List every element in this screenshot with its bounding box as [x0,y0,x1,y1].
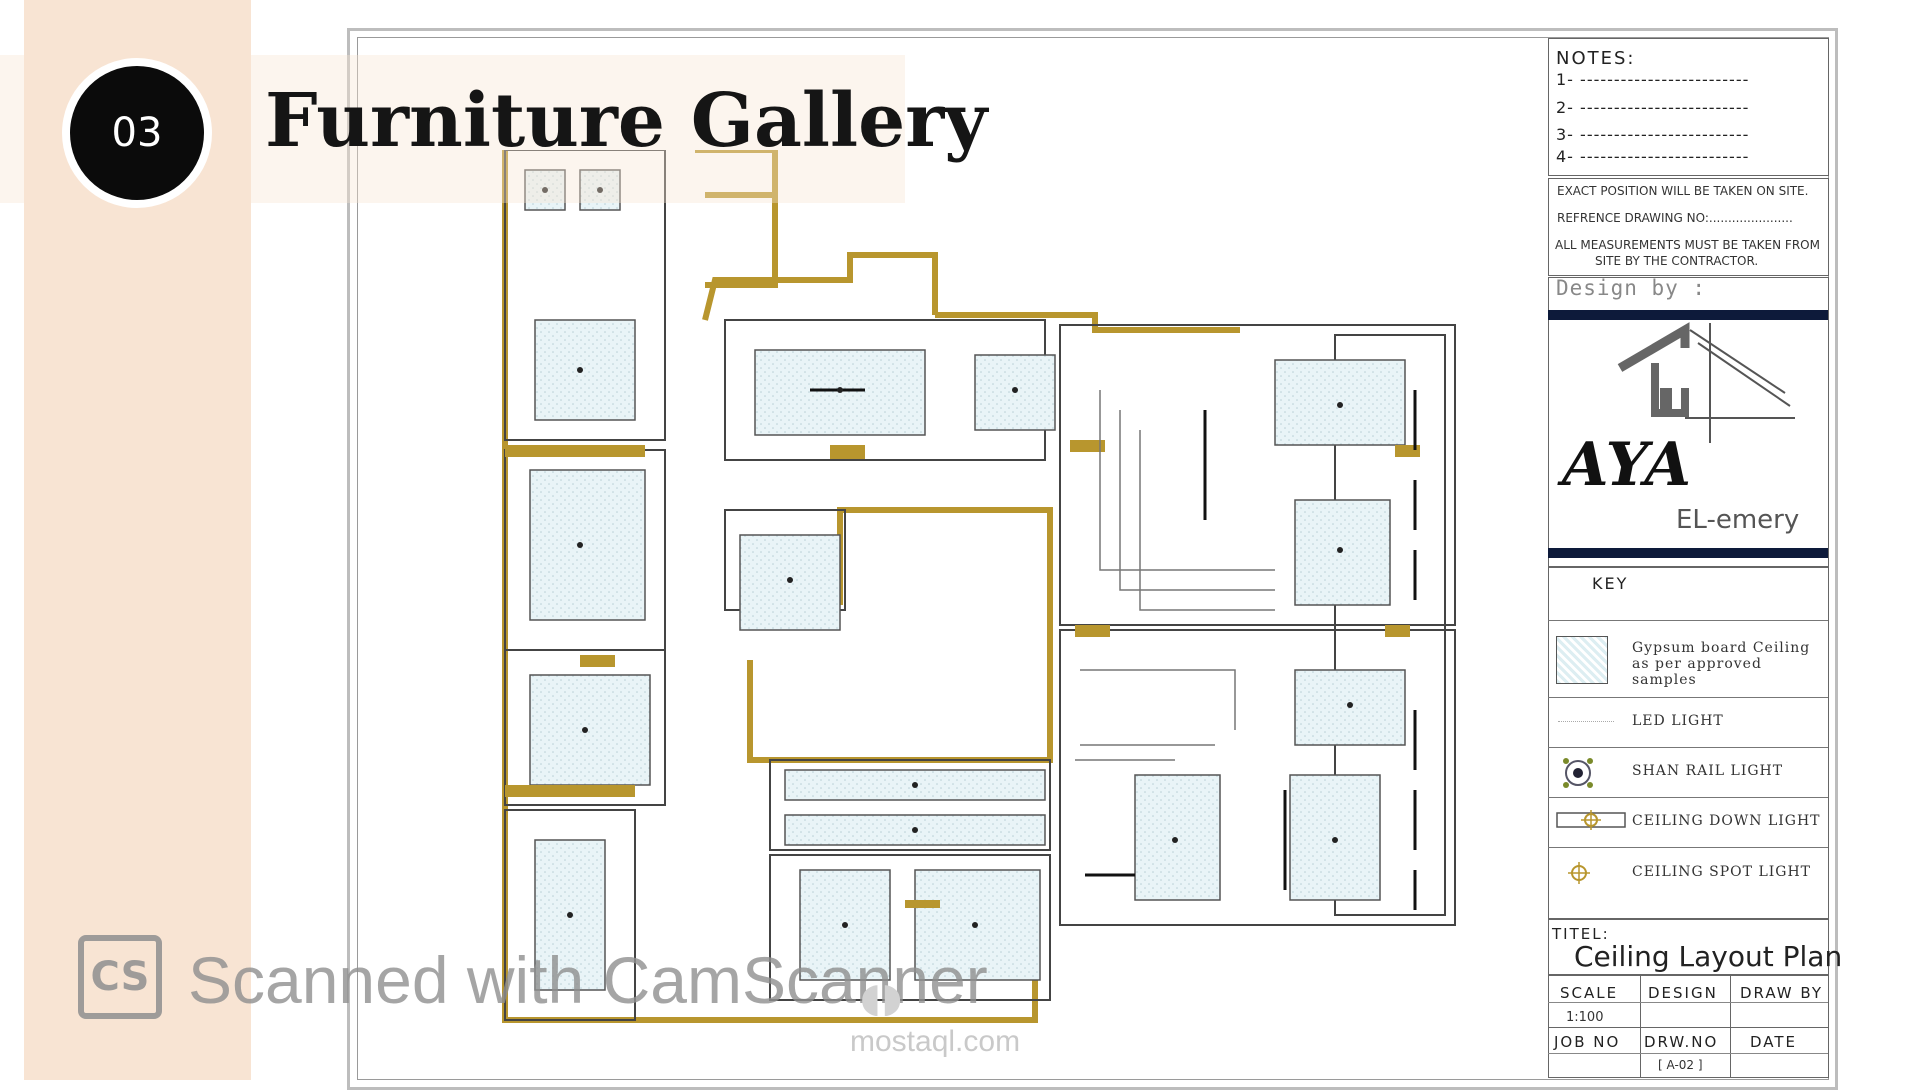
drawing-title: Ceiling Layout Plan [1574,940,1843,973]
scale-label: SCALE [1560,984,1619,1002]
remarks-box [1548,178,1829,276]
key-title: KEY [1592,574,1629,593]
slide-number-badge: 03 [70,66,204,200]
draw-by-label: DRAW BY [1740,984,1824,1002]
key-divider-2 [1548,697,1828,698]
mostaql-watermark: mostaql.com [850,1025,1021,1058]
logo-name: AYA [1562,430,1692,500]
plan-led-strips [1075,390,1275,761]
remark-reference: REFRENCE DRAWING NO:....................… [1557,211,1793,225]
titel-label: TITEL: [1552,925,1610,943]
notes-title: NOTES: [1556,48,1636,69]
key-gypsum-label-1: Gypsum board Ceiling [1632,640,1811,656]
remark-measure-2: SITE BY THE CONTRACTOR. [1595,254,1759,268]
plan-room-outlines [504,150,1456,1021]
page-left-margin [0,0,24,1080]
note-line-2: 2- ------------------------- [1556,98,1750,117]
mostaql-logo-icon: ◖◗ [860,975,903,1021]
info-grid-col-line-1 [1640,975,1641,1078]
camscanner-watermark: Scanned with CamScanner [188,943,988,1017]
led-line-icon [1558,721,1614,722]
note-line-1: 1- ------------------------- [1556,70,1750,89]
key-spot-light-label: CEILING SPOT LIGHT [1632,864,1812,880]
job-no-label: JOB NO [1554,1033,1621,1051]
plan-down-lights [542,187,1353,928]
rail-light-icon [1563,758,1593,788]
remark-measure-1: ALL MEASUREMENTS MUST BE TAKEN FROM [1555,238,1820,252]
camscanner-badge-icon: CS [78,935,162,1019]
key-divider-3 [1548,747,1828,748]
key-rail-label: SHAN RAIL LIGHT [1632,763,1784,779]
down-light-icon [1556,810,1626,830]
date-label: DATE [1750,1033,1798,1051]
info-grid-row-line-3 [1548,1053,1828,1054]
key-divider-4 [1548,797,1828,798]
house-logo-icon [1617,322,1795,443]
note-line-3: 3- ------------------------- [1556,125,1750,144]
plan-rail-lights [810,388,1417,910]
logo-surname: EL-emery [1676,505,1800,535]
info-grid-box [1548,975,1829,1078]
remark-position: EXACT POSITION WILL BE TAKEN ON SITE. [1557,184,1809,198]
hatch-swatch-icon [1556,636,1608,684]
key-down-light-label: CEILING DOWN LIGHT [1632,813,1821,829]
key-box [1548,567,1829,919]
logo-top-bar [1548,310,1828,320]
key-divider-1 [1548,620,1828,621]
key-gypsum-label-3: samples [1632,672,1697,688]
design-label: DESIGN [1648,984,1718,1002]
ceiling-layout-plan-drawing [502,150,1456,1023]
scale-value: 1:100 [1566,1010,1604,1025]
key-gypsum-label-2: as per approved [1632,656,1762,672]
spot-light-icon [1568,862,1590,884]
info-grid-col-line-2 [1730,975,1731,1078]
drw-no-value: [ A-02 ] [1658,1058,1703,1072]
drw-no-label: DRW.NO [1644,1033,1719,1051]
drawing-title-box [1548,919,1829,975]
info-grid-row-line-1 [1548,1002,1828,1003]
logo-bottom-bar [1548,548,1828,558]
plan-ceiling-panels [524,169,1406,991]
slide-title: Furniture Gallery [265,78,988,164]
key-divider-5 [1548,847,1828,848]
key-led-label: LED LIGHT [1632,713,1724,729]
notes-box [1548,38,1829,176]
info-grid-row-line-2 [1548,1027,1828,1028]
note-line-4: 4- ------------------------- [1556,147,1750,166]
design-by-label: Design by : [1556,276,1707,300]
